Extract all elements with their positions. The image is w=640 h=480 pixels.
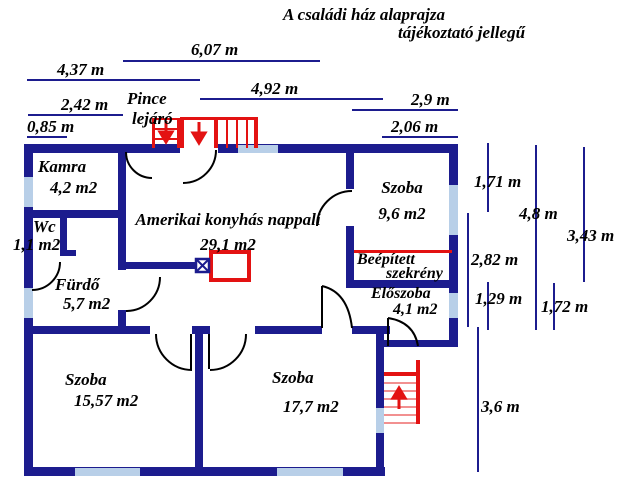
kitchen-stove: [209, 250, 251, 282]
szekreny-label-line1: Beépített: [357, 251, 415, 268]
room-kamra-name: Kamra: [38, 157, 87, 176]
dim-4-8: 4,8 m: [519, 204, 558, 223]
window-szoba-bal: [75, 468, 140, 476]
wall-szoba-felso-left-lower: [346, 226, 354, 288]
room-eloszoba-name: Előszoba: [371, 285, 431, 302]
room-nappali-name: Amerikai konyhás nappali: [135, 210, 321, 229]
door-arc-szoba-bal: [155, 333, 193, 371]
wall-wc-right: [60, 210, 67, 256]
room-nappali-area: 29,1 m2: [200, 235, 256, 254]
wall-right-lower: [376, 330, 384, 476]
window-kamra: [24, 177, 33, 207]
wall-mid-horiz-c: [255, 326, 322, 334]
wall-right-upper: [449, 144, 458, 347]
room-szoba-bal-area: 15,57 m2: [74, 391, 139, 410]
dim-3-43: 3,43 m: [567, 226, 615, 245]
room-szoba-jobb-area: 17,7 m2: [283, 397, 339, 416]
dim-2-42: 2,42 m: [61, 95, 109, 114]
wall-kamra-right-upper: [118, 144, 126, 270]
dimension-line-2-9: [352, 109, 458, 111]
wall-wc-nub: [60, 250, 76, 256]
dimension-line-1-29: [487, 282, 489, 330]
window-furdo: [24, 288, 33, 318]
window-top: [238, 145, 278, 153]
dimension-line-4-8: [535, 145, 537, 330]
room-furdo-area: 5,7 m2: [63, 294, 111, 313]
szekreny-label-line2: szekrény: [386, 265, 443, 282]
dimension-line-4-92: [200, 98, 383, 100]
wall-furdo-right-lower: [118, 310, 126, 330]
page-title-line2: tájékoztató jellegű: [398, 23, 526, 42]
dim-1-72: 1,72 m: [541, 297, 589, 316]
window-szoba-jobb: [277, 468, 343, 476]
room-wc-name: Wc: [33, 217, 56, 236]
room-eloszoba-area: 4,1 m2: [393, 301, 438, 318]
upper-stairs-rail: [416, 360, 420, 424]
wall-szoba-felso-left-upper: [346, 144, 354, 189]
wall-top-right: [218, 144, 458, 153]
dimension-line-2-82: [467, 213, 469, 327]
upper-stairs: [384, 372, 420, 424]
door-arc-entry-left: [125, 151, 153, 179]
dimension-line-2-06: [382, 136, 458, 138]
room-furdo-name: Fürdő: [55, 275, 100, 294]
window-szoba-felso: [449, 185, 458, 235]
window-stairwell: [376, 408, 384, 433]
dimension-line-6-07: [123, 60, 320, 62]
wardrobe-front-line: [354, 250, 452, 253]
room-szoba-felso-name: Szoba: [381, 178, 423, 197]
dim-2-06: 2,06 m: [391, 117, 439, 136]
dim-2-82: 2,82 m: [471, 250, 519, 269]
dimension-line-1-71: [487, 143, 489, 212]
pince-label-line2: lejáró: [132, 109, 173, 128]
wall-eloszoba-bottom: [376, 340, 458, 347]
door-arc-entry-mid: [182, 149, 217, 184]
room-kamra-area: 4,2 m2: [50, 178, 98, 197]
door-arc-szoba-jobb: [208, 333, 247, 371]
page-title-line1: A családi ház alaprajza: [283, 5, 446, 24]
dimension-line-3-6: [477, 327, 479, 472]
cellar-stair-treads: [218, 117, 258, 148]
wall-szoba-divider: [195, 334, 203, 468]
room-szoba-bal-name: Szoba: [65, 370, 107, 389]
door-arc-eloszoba-from-nappali: [321, 285, 353, 329]
dimension-line-0-85: [27, 136, 67, 138]
wall-mid-horiz-b: [192, 326, 210, 334]
wall-szekreny-bottom: [346, 280, 458, 288]
wall-mid-horiz-d: [352, 326, 390, 334]
room-wc-area: 1,1 m2: [13, 235, 61, 254]
wall-mid-horiz-a: [24, 326, 150, 334]
window-eloszoba: [449, 293, 458, 318]
dimension-line-2-42: [28, 114, 123, 116]
cellar-stair-landing: [180, 117, 218, 148]
wall-top-left: [24, 144, 180, 153]
dim-1-29: 1,29 m: [475, 289, 523, 308]
wall-kamra-bottom: [24, 210, 126, 218]
dim-4-92: 4,92 m: [251, 79, 299, 98]
dim-4-37: 4,37 m: [57, 60, 105, 79]
room-szoba-felso-area: 9,6 m2: [378, 204, 426, 223]
room-szoba-jobb-name: Szoba: [272, 368, 314, 387]
wall-bottom: [24, 467, 385, 476]
dimension-line-3-43: [583, 147, 585, 282]
dim-3-6: 3,6 m: [481, 397, 520, 416]
dim-1-71: 1,71 m: [474, 172, 522, 191]
dimension-line-1-72: [553, 283, 555, 330]
wall-kitchen-divider: [126, 262, 198, 269]
dimension-line-4-37: [27, 79, 200, 81]
pince-label-line1: Pince: [127, 89, 167, 108]
dim-0-85: 0,85 m: [27, 117, 75, 136]
dim-2-9: 2,9 m: [411, 90, 450, 109]
dim-6-07: 6,07 m: [191, 40, 239, 59]
door-arc-furdo: [125, 276, 161, 312]
